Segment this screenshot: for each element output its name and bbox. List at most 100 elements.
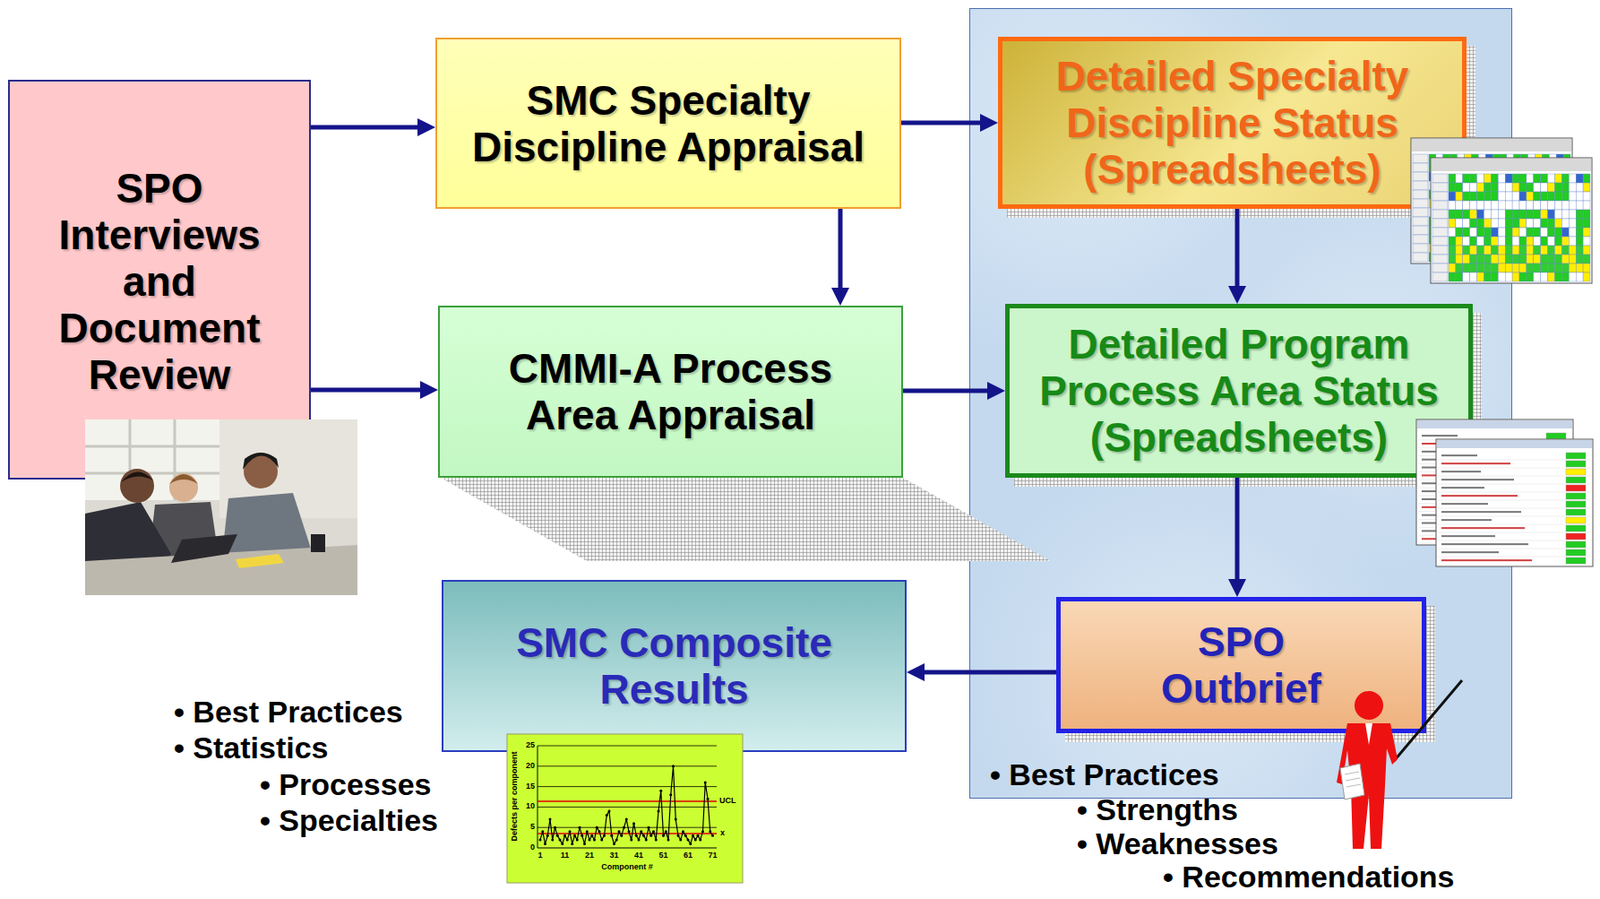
sheet-line bbox=[1441, 502, 1489, 505]
flow-arrow bbox=[903, 381, 1006, 400]
box-label: Detailed Specialty Discipline Status (Sp… bbox=[1035, 52, 1430, 193]
limit-label: x bbox=[720, 827, 725, 838]
data-point bbox=[602, 834, 606, 837]
sheet-cell bbox=[1561, 254, 1569, 264]
sheet-cell bbox=[1484, 227, 1492, 237]
sheet-cell bbox=[1484, 209, 1492, 219]
sheet-cell bbox=[1533, 182, 1541, 192]
sheet-cell bbox=[1432, 254, 1448, 264]
sheet-cell bbox=[1512, 227, 1520, 237]
data-point bbox=[585, 829, 589, 833]
sheet-cell bbox=[1412, 189, 1428, 199]
sheet-cell bbox=[1533, 209, 1541, 219]
sheet-line bbox=[1441, 518, 1492, 521]
label-slot: UCL bbox=[719, 795, 737, 806]
sheet-cell bbox=[1497, 263, 1506, 273]
sheet-header bbox=[1411, 138, 1572, 152]
data-point bbox=[708, 829, 712, 833]
data-point bbox=[568, 829, 572, 833]
data-point bbox=[573, 834, 577, 837]
axis-title: Defects per component bbox=[509, 742, 520, 851]
sheet-rule bbox=[1437, 516, 1592, 517]
label-slot: 51 bbox=[654, 850, 673, 861]
sheet-line bbox=[1441, 534, 1496, 537]
data-point bbox=[541, 829, 544, 833]
sheet-cell bbox=[1575, 182, 1583, 192]
control-chart bbox=[507, 733, 743, 883]
sheet-cell bbox=[1561, 218, 1569, 228]
sheet-line bbox=[1441, 542, 1529, 545]
label-slot: • Best Practices bbox=[173, 693, 404, 730]
sheet-cell bbox=[1477, 272, 1485, 282]
control-chart bbox=[537, 745, 717, 848]
sheet-cell bbox=[1455, 191, 1463, 201]
presenter-figure bbox=[1365, 722, 1373, 745]
sheet-cell bbox=[1519, 191, 1527, 201]
sheet bbox=[1436, 438, 1593, 567]
bullet-item: • Recommendations bbox=[1162, 859, 1455, 894]
sheet-cell bbox=[1490, 245, 1498, 255]
sheet-cell bbox=[1565, 460, 1586, 467]
sheet-cell bbox=[1533, 200, 1541, 210]
bullet-item: • Specialties bbox=[259, 802, 439, 837]
sheet-cell bbox=[1540, 254, 1549, 264]
label-slot: 5 bbox=[521, 821, 535, 832]
sheet-cell bbox=[1477, 245, 1485, 255]
sheet-line bbox=[1441, 470, 1481, 473]
sheet-cell bbox=[1533, 272, 1541, 282]
sheet-cell bbox=[1533, 254, 1541, 264]
sheet-cell bbox=[1477, 263, 1485, 273]
sheet-cell bbox=[1432, 218, 1448, 228]
sheet-cell bbox=[1448, 182, 1456, 192]
sheet-cell bbox=[1448, 245, 1456, 255]
data-point bbox=[645, 837, 648, 841]
sheet-cell bbox=[1455, 272, 1463, 282]
meeting-photo bbox=[242, 452, 279, 470]
axis-tick: 51 bbox=[654, 850, 673, 861]
axis-tick: 71 bbox=[704, 850, 723, 861]
sheet-cell bbox=[1526, 218, 1534, 228]
sheet-cell bbox=[1582, 272, 1591, 282]
sheet-cell bbox=[1462, 227, 1471, 237]
sheet-cell bbox=[1548, 227, 1556, 237]
data-point bbox=[696, 834, 700, 837]
data-point bbox=[539, 837, 542, 841]
data-point bbox=[629, 837, 633, 841]
sheet-cell bbox=[1555, 182, 1563, 192]
sheet-rule bbox=[1437, 475, 1592, 477]
presenter-figure bbox=[1340, 763, 1365, 800]
axis-tick: 20 bbox=[521, 760, 535, 771]
sheet-cell bbox=[1497, 191, 1506, 201]
sheet-cell bbox=[1561, 263, 1569, 273]
sheet-cell bbox=[1512, 245, 1520, 255]
sheet-cell bbox=[1477, 182, 1485, 192]
sheet-cell bbox=[1568, 236, 1576, 246]
sheet-line bbox=[1441, 462, 1511, 465]
data-point bbox=[622, 825, 626, 829]
sheet-cell bbox=[1455, 245, 1463, 255]
sheet-cell bbox=[1462, 191, 1471, 201]
arrow-head bbox=[906, 662, 925, 681]
sheet-cell bbox=[1526, 236, 1534, 246]
sheet-cell bbox=[1505, 245, 1513, 255]
sheet-cell bbox=[1582, 173, 1591, 183]
control-chart bbox=[539, 764, 715, 845]
sheet-cell bbox=[1455, 254, 1463, 264]
sheet-cell bbox=[1568, 254, 1576, 264]
sheet-cell bbox=[1565, 557, 1586, 564]
sheet-cell bbox=[1565, 476, 1586, 483]
sheet-cell bbox=[1512, 254, 1520, 264]
sheet-cell bbox=[1505, 272, 1513, 282]
box-shadow bbox=[440, 477, 1051, 561]
sheet-cell bbox=[1512, 218, 1520, 228]
sheet bbox=[1430, 157, 1592, 284]
sheet-cell bbox=[1462, 254, 1471, 264]
sheet-cell bbox=[1526, 263, 1534, 273]
sheet-cell bbox=[1533, 191, 1541, 201]
sheet-cell bbox=[1565, 468, 1586, 475]
sheet-cell bbox=[1565, 492, 1586, 499]
sheet-cell bbox=[1526, 173, 1534, 183]
sheet-cell bbox=[1540, 191, 1549, 201]
data-point bbox=[662, 834, 665, 837]
data-point bbox=[642, 834, 646, 837]
